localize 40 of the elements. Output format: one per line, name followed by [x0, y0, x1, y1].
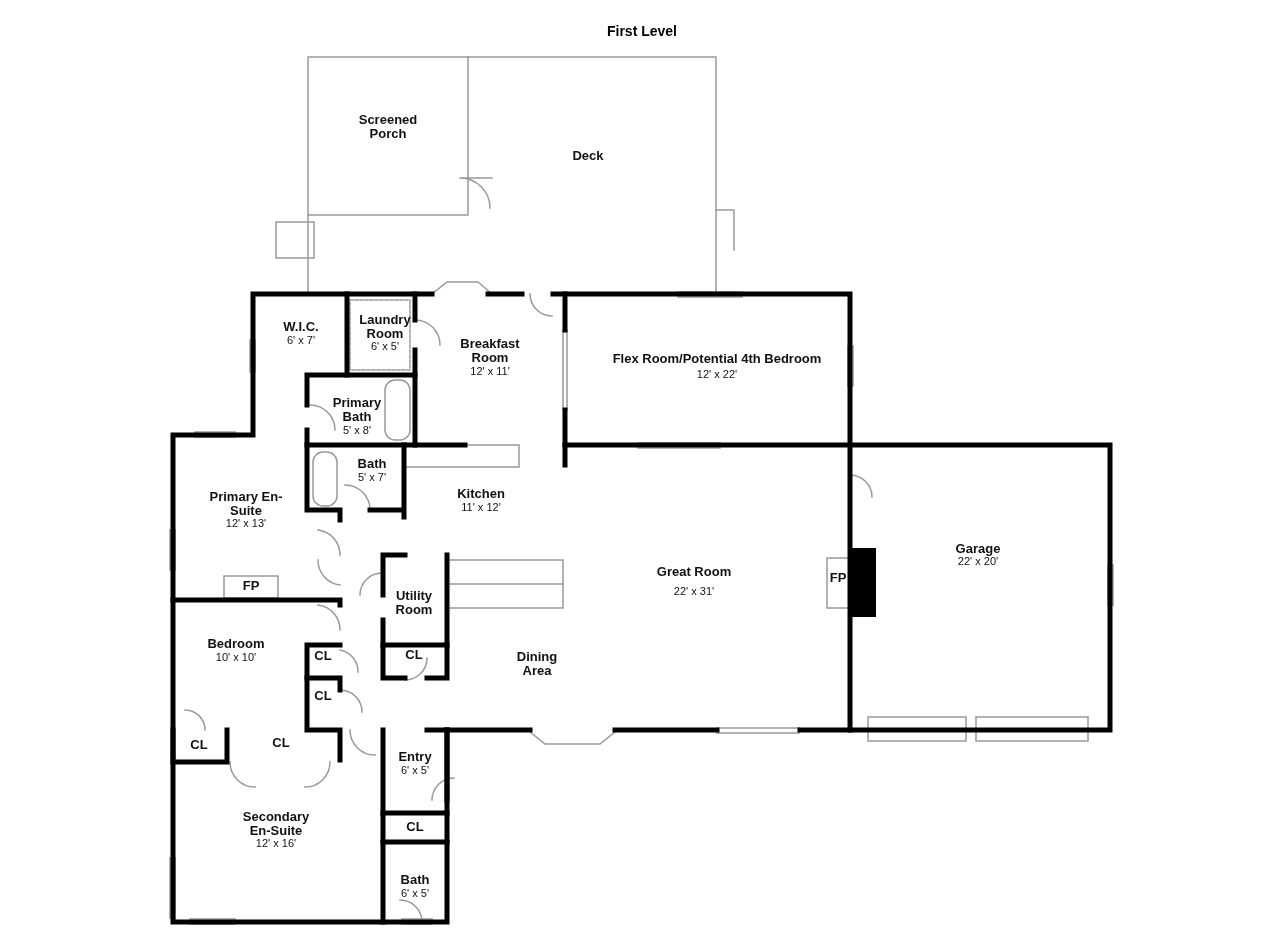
room-name: Entry	[397, 749, 433, 765]
closet-label: CL	[190, 737, 208, 753]
room-name: Deck	[571, 148, 605, 164]
room-dimension: 6' x 5'	[400, 886, 430, 900]
room-dimension: 6' x 5'	[370, 339, 400, 353]
room-dimension: 5' x 7'	[357, 470, 387, 484]
room-dimension: 6' x 5'	[400, 763, 430, 777]
room-name: Utility Room	[394, 588, 434, 618]
room-name: Great Room	[655, 564, 733, 580]
room-dimension: 10' x 10'	[215, 650, 257, 664]
room-dimension: 12' x 22'	[696, 367, 738, 381]
closet-label: CL	[405, 647, 423, 663]
room-dimension: 11' x 12'	[461, 500, 501, 514]
room-name: Breakfast Room	[459, 336, 521, 366]
room-name: Screened Porch	[357, 112, 419, 142]
fireplace-label: FP	[242, 578, 260, 594]
room-dimension: 22' x 31'	[673, 584, 715, 598]
room-name: Laundry Room	[358, 312, 412, 342]
room-name: Bedroom	[206, 636, 266, 652]
room-name: Garage	[954, 541, 1002, 557]
room-name: Secondary En-Suite	[241, 809, 311, 839]
room-dimension: 12' x 13'	[225, 516, 267, 530]
closet-label: CL	[406, 819, 424, 835]
room-dimension: 6' x 7'	[286, 333, 316, 347]
closet-label: CL	[272, 735, 290, 751]
title: First Level	[607, 23, 677, 39]
room-name: W.I.C.	[282, 319, 320, 335]
room-dimension: 5' x 8'	[342, 423, 372, 437]
room-name: Flex Room/Potential 4th Bedroom	[611, 351, 823, 367]
room-name: Kitchen	[456, 486, 506, 502]
room-dimension: 12' x 16'	[255, 836, 297, 850]
closet-label: CL	[314, 648, 332, 664]
closet-label: CL	[314, 688, 332, 704]
room-name: Primary En-Suite	[208, 489, 284, 519]
room-name: Primary Bath	[331, 395, 383, 425]
fireplace-label: FP	[829, 570, 847, 586]
room-dimension: 12' x 11'	[470, 364, 510, 378]
room-name: Bath	[356, 456, 388, 472]
room-name: Dining Area	[515, 649, 559, 679]
room-name: Bath	[399, 872, 431, 888]
